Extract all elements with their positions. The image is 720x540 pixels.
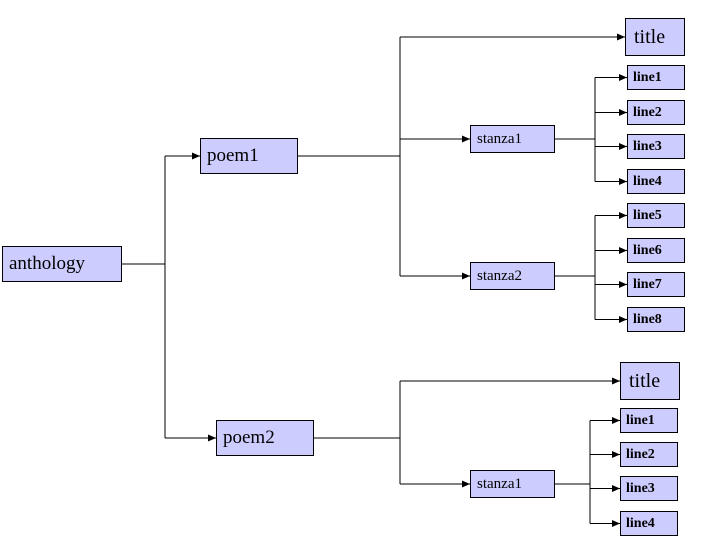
node-poem2-stanza1-line1: line1 (620, 408, 678, 433)
node-poem2-stanza1-line3: line3 (620, 476, 678, 501)
node-anthology: anthology (2, 246, 122, 282)
node-poem1-stanza1-line1: line1 (627, 65, 685, 90)
node-poem1-stanza1-line4: line4 (627, 169, 685, 194)
node-poem2-stanza1-line4: line4 (620, 511, 678, 536)
node-poem1-title: title (625, 18, 685, 56)
node-poem1-stanza1-line3: line3 (627, 134, 685, 159)
node-poem1-stanza2-line7: line7 (627, 272, 685, 297)
node-poem2-stanza1-line2: line2 (620, 442, 678, 467)
node-poem1-stanza2-line6: line6 (627, 238, 685, 263)
node-poem1-stanza2-line8: line8 (627, 307, 685, 332)
node-poem2-stanza1: stanza1 (470, 470, 555, 498)
node-poem1-stanza1: stanza1 (470, 125, 555, 153)
node-poem2: poem2 (216, 420, 314, 456)
node-poem1-stanza1-line2: line2 (627, 100, 685, 125)
node-poem2-title: title (620, 362, 680, 400)
node-poem1-stanza2: stanza2 (470, 262, 555, 290)
node-poem1: poem1 (200, 138, 298, 174)
node-poem1-stanza2-line5: line5 (627, 203, 685, 228)
